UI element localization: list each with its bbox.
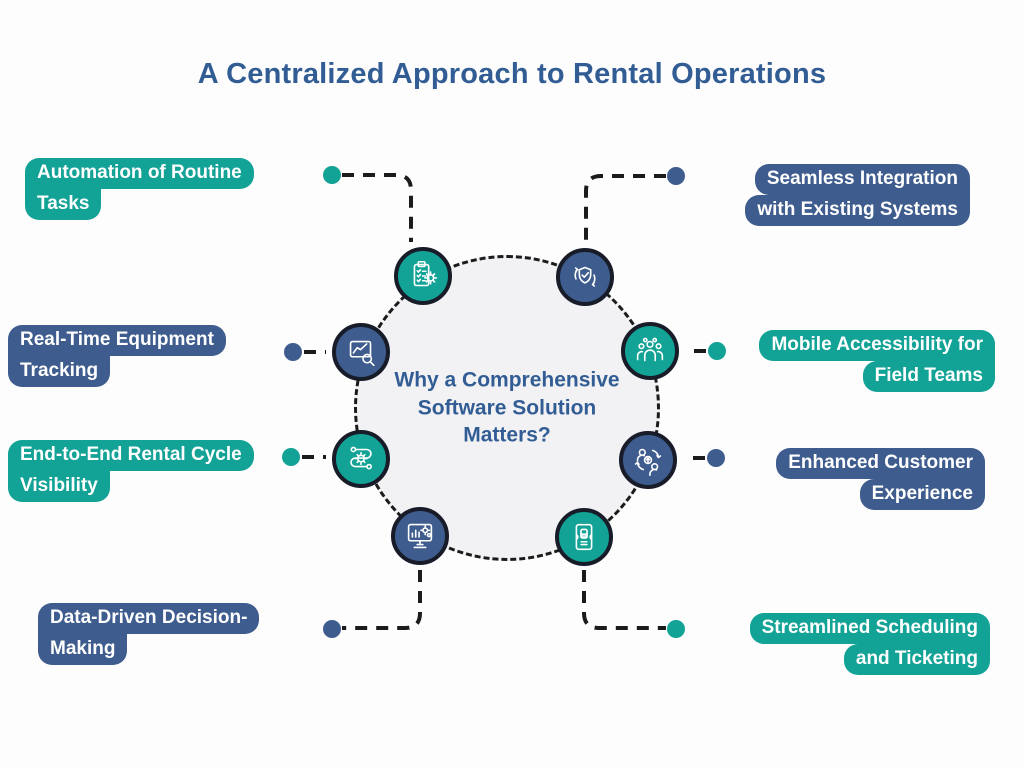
dot-mobile — [708, 342, 726, 360]
callout-line: Streamlined Scheduling — [749, 613, 990, 644]
connector-bottom-left — [342, 570, 422, 630]
dot-seamless — [667, 167, 685, 185]
callout-line: Mobile Accessibility for — [759, 330, 995, 361]
central-question: Why a Comprehensive Software Solution Ma… — [394, 368, 620, 447]
node-endtoend — [332, 430, 390, 488]
callout-enhanced: Enhanced Customer Experience — [776, 448, 985, 510]
customer-sync-icon — [634, 448, 662, 477]
callout-line: Experience — [859, 478, 985, 510]
callout-line: with Existing Systems — [745, 194, 970, 226]
connector-top-left — [342, 173, 413, 242]
node-mobile — [621, 322, 679, 380]
callout-line: Automation of Routine — [25, 158, 254, 189]
ticket-icon — [575, 523, 593, 551]
node-streamlined — [555, 508, 613, 566]
callout-line: Real-Time Equipment — [8, 325, 226, 356]
team-group-icon — [636, 337, 664, 362]
workflow-gear-icon — [350, 446, 372, 470]
node-automation — [394, 247, 452, 305]
dot-automation — [323, 166, 341, 184]
callout-line: and Ticketing — [843, 643, 990, 675]
connector-bottom-right — [582, 570, 666, 630]
dot-endtoend — [282, 448, 300, 466]
callout-mobile: Mobile Accessibility for Field Teams — [759, 330, 995, 392]
callout-realtime: Real-Time Equipment Tracking — [8, 325, 226, 387]
callout-datadriven: Data-Driven Decision- Making — [38, 603, 260, 665]
dot-streamlined — [667, 620, 685, 638]
dot-realtime — [284, 343, 302, 361]
shield-sync-icon — [574, 266, 596, 287]
clipboard-checklist-icon — [413, 260, 438, 287]
callout-streamlined: Streamlined Scheduling and Ticketing — [749, 613, 990, 675]
callout-line: Field Teams — [862, 360, 995, 392]
monitor-analytics-icon — [407, 523, 433, 549]
callout-line: Enhanced Customer — [776, 448, 985, 479]
callout-line: End-to-End Rental Cycle — [8, 440, 254, 471]
dot-enhanced — [707, 449, 725, 467]
callout-line: Seamless Integration — [754, 164, 970, 195]
page-title: A Centralized Approach to Rental Operati… — [197, 58, 827, 90]
callout-endtoend: End-to-End Rental Cycle Visibility — [8, 440, 254, 502]
chart-search-icon — [349, 340, 375, 367]
central-hub-circle — [354, 255, 660, 561]
node-seamless — [556, 248, 614, 306]
callout-seamless: Seamless Integration with Existing Syste… — [745, 164, 970, 226]
callout-line: Tasks — [25, 188, 102, 220]
node-realtime — [332, 323, 390, 381]
callout-line: Tracking — [8, 355, 111, 387]
connector-top-right — [584, 174, 666, 242]
callout-line: Data-Driven Decision- — [38, 603, 260, 634]
node-enhanced — [619, 431, 677, 489]
callout-line: Visibility — [8, 470, 110, 502]
dot-datadriven — [323, 620, 341, 638]
node-datadriven — [391, 507, 449, 565]
callout-line: Making — [38, 633, 128, 665]
callout-automation: Automation of Routine Tasks — [25, 158, 254, 220]
